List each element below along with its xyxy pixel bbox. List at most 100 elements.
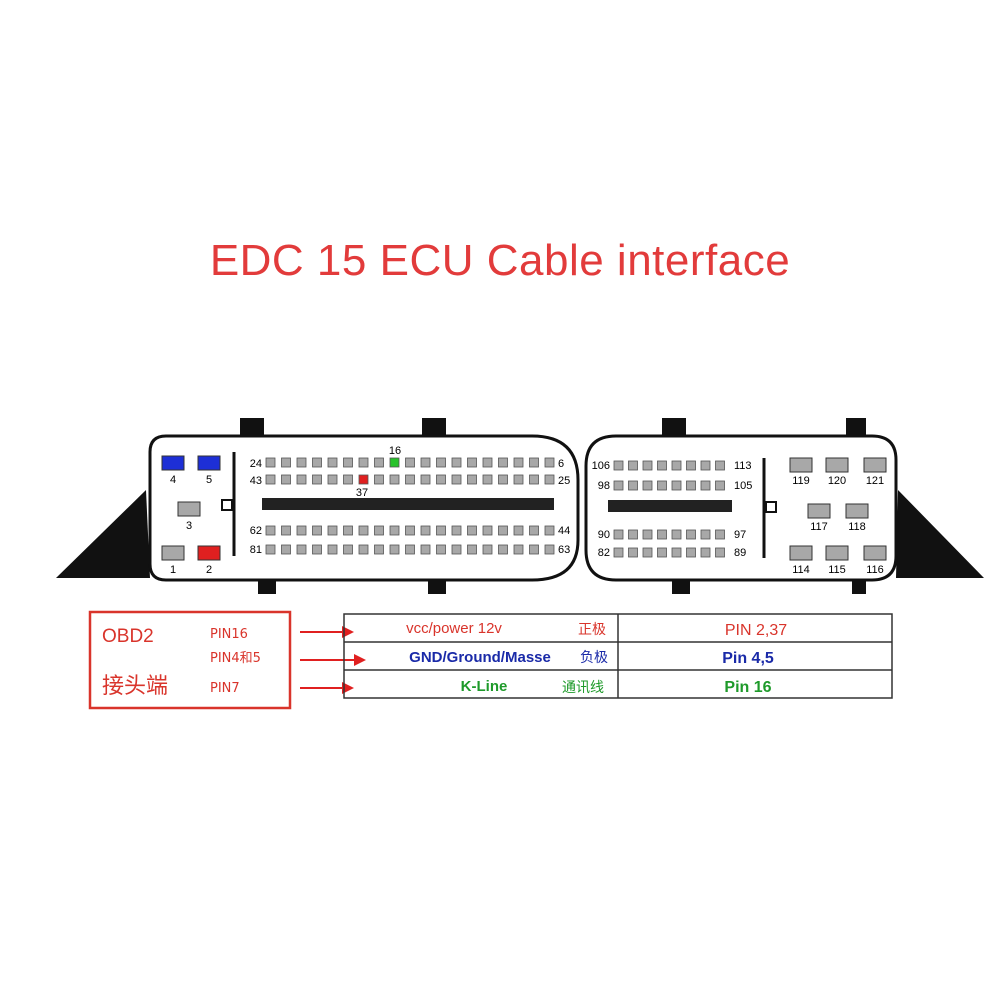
pin [657, 547, 667, 558]
pin [343, 474, 353, 485]
pin [529, 457, 539, 468]
row-1-label: vcc/power 12v [406, 620, 502, 637]
pin [296, 457, 307, 468]
obd2-pin-1: PIN16 [210, 627, 248, 642]
pin-label-89: 89 [734, 547, 746, 559]
pin [451, 474, 462, 485]
pin [715, 480, 725, 491]
pin [374, 525, 384, 536]
pin-label-106: 106 [592, 460, 610, 472]
pin-label-44: 44 [558, 525, 570, 537]
pin-label-2: 2 [206, 564, 212, 576]
pin [327, 544, 338, 555]
pin [436, 457, 446, 468]
pin [358, 457, 369, 468]
pin [544, 457, 555, 468]
pin [671, 547, 682, 558]
pin [498, 525, 508, 536]
pin [482, 457, 493, 468]
pin-label-25: 25 [558, 475, 570, 487]
pin [343, 525, 353, 536]
pin [700, 460, 711, 471]
pin-118 [845, 503, 869, 519]
pin-label-37: 37 [356, 487, 368, 499]
pin [482, 544, 493, 555]
pin [544, 544, 555, 555]
pin [657, 480, 667, 491]
pin [628, 547, 638, 558]
pin-115 [825, 545, 849, 561]
mapping-table [343, 613, 893, 699]
pin-label-114: 114 [792, 564, 810, 576]
pin [686, 529, 696, 540]
pin [671, 480, 682, 491]
row-2-label: GND/Ground/Masse [409, 649, 551, 666]
pin [405, 525, 415, 536]
pin-label-82: 82 [598, 547, 610, 559]
pin-4 [161, 455, 185, 471]
pin [513, 544, 524, 555]
left-wing [56, 490, 150, 578]
pin [420, 525, 431, 536]
pin-label-97: 97 [734, 529, 746, 541]
row-3-value: Pin 16 [724, 679, 771, 696]
pin-label-121: 121 [866, 475, 884, 487]
pin [358, 544, 369, 555]
pin-label-1: 1 [170, 564, 176, 576]
pin [628, 480, 638, 491]
pin [513, 457, 524, 468]
pin [374, 457, 384, 468]
pin [686, 460, 696, 471]
pin [642, 480, 653, 491]
pin [700, 547, 711, 558]
obd2-pin-2: PIN4和5 [210, 651, 261, 666]
pin [389, 457, 400, 468]
pin [700, 529, 711, 540]
pin [657, 460, 667, 471]
pin [613, 460, 624, 471]
pin-label-116: 116 [866, 564, 884, 576]
pin [529, 474, 539, 485]
pin-121 [863, 457, 887, 473]
pin [451, 544, 462, 555]
pin [628, 460, 638, 471]
pin-label-16: 16 [389, 445, 401, 457]
pin-label-6: 6 [558, 458, 564, 470]
pin [467, 544, 477, 555]
pin-label-115: 115 [828, 564, 846, 576]
arrows [300, 626, 366, 694]
pin [544, 474, 555, 485]
obd2-box [88, 610, 292, 710]
obd2-subtitle: 接头端 [102, 674, 168, 699]
pin [498, 457, 508, 468]
pin [715, 460, 725, 471]
left-pin-grid [265, 457, 555, 555]
pin [482, 474, 493, 485]
pin-1 [161, 545, 185, 561]
pin [513, 525, 524, 536]
pin [498, 474, 508, 485]
pin-label-118: 118 [848, 521, 866, 533]
pin [436, 544, 446, 555]
pin [482, 525, 493, 536]
pin-label-62: 62 [250, 525, 262, 537]
page-title: EDC 15 ECU Cable interface [209, 236, 791, 285]
pin [436, 525, 446, 536]
pin-label-98: 98 [598, 480, 610, 492]
pin-label-105: 105 [734, 480, 752, 492]
pin [436, 474, 446, 485]
pin-5 [197, 455, 221, 471]
latch [672, 578, 690, 594]
pin [671, 460, 682, 471]
pin [420, 544, 431, 555]
pin [613, 547, 624, 558]
latch [422, 418, 446, 436]
pin-117 [807, 503, 831, 519]
latch [240, 418, 264, 436]
pin [389, 544, 400, 555]
pin [451, 525, 462, 536]
pin [628, 529, 638, 540]
obd2-title: OBD2 [102, 626, 154, 647]
latch [852, 578, 866, 594]
